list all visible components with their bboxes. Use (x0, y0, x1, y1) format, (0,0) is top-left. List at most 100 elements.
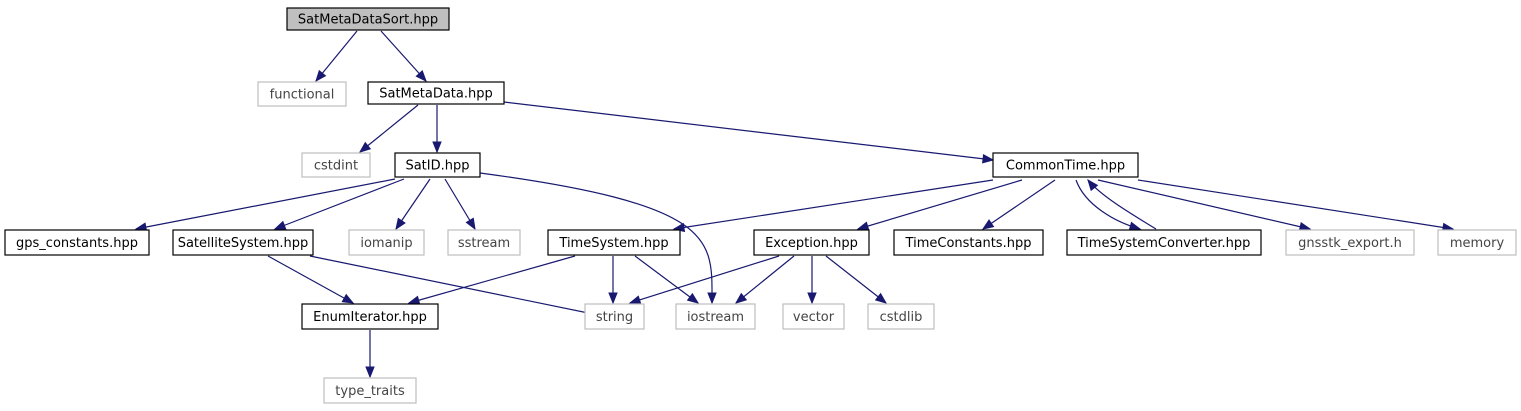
node-satmeta-box[interactable] (367, 81, 505, 105)
edge-satmeta-to-commontime (503, 101, 994, 161)
node-enumiter-label: EnumIterator.hpp (313, 310, 427, 325)
node-enumiter-box[interactable] (301, 303, 439, 330)
node-commontime[interactable]: CommonTime.hpp (992, 152, 1139, 178)
node-timeconst-box[interactable] (893, 229, 1044, 256)
edge-satmeta-to-commontime-arrowhead (982, 154, 995, 164)
node-memory: memory (1437, 229, 1517, 256)
node-exception[interactable]: Exception.hpp (753, 229, 870, 256)
edge-commontime-to-timeconst (982, 179, 1056, 230)
edge-commontime-to-exception-arrowhead (856, 221, 870, 231)
node-timesystem-box[interactable] (547, 229, 681, 256)
node-gpsconst[interactable]: gps_constants.hpp (4, 229, 150, 256)
node-cstdint: cstdint (301, 152, 371, 178)
node-commontime-box[interactable] (992, 152, 1139, 178)
node-tsconv-label: TimeSystemConverter.hpp (1077, 236, 1251, 251)
node-timesystem[interactable]: TimeSystem.hpp (547, 229, 681, 256)
edge-satmeta-to-cstdint-arrowhead (358, 141, 372, 153)
node-iomanip-label: iomanip (360, 236, 412, 251)
edge-root-to-functional-arrowhead (315, 69, 327, 83)
node-vector: vector (782, 303, 845, 330)
node-satmeta-label: SatMetaData.hpp (379, 87, 493, 102)
node-satsys-box[interactable] (172, 229, 314, 256)
edge-timesystem-to-enumiter-arrowhead (407, 295, 421, 305)
edge-satsys-to-enumiter (267, 255, 354, 304)
edge-satid-to-satsys (274, 178, 405, 230)
node-exception-label: Exception.hpp (765, 236, 858, 251)
node-enumiter[interactable]: EnumIterator.hpp (301, 303, 439, 330)
node-satmeta[interactable]: SatMetaData.hpp (367, 81, 505, 105)
edge-root-to-functional (315, 30, 358, 82)
edge-commontime-to-timeconst-arrowhead (981, 219, 995, 230)
node-vector-label: vector (793, 310, 835, 325)
node-satsys[interactable]: SatelliteSystem.hpp (172, 229, 314, 256)
node-root[interactable]: SatMetaDataSort.hpp (286, 7, 450, 31)
edge-satid-to-iostream (479, 172, 713, 304)
edge-commontime-to-memory (1137, 179, 1454, 230)
node-root-label: SatMetaDataSort.hpp (298, 13, 438, 28)
edge-commontime-to-exception (857, 179, 1023, 230)
node-tsconv[interactable]: TimeSystemConverter.hpp (1066, 229, 1262, 256)
edge-commontime-to-tsconv-arrowhead (1128, 221, 1142, 231)
node-typetraits-label: type_traits (335, 384, 405, 399)
node-tsconv-box[interactable] (1066, 229, 1262, 256)
node-cstdlib-label: cstdlib (880, 310, 923, 325)
edge-exception-to-iostream (735, 255, 795, 304)
edge-exception-to-cstdlib (825, 255, 887, 304)
nodes-layer: SatMetaDataSort.hpp functional SatMetaData… (4, 7, 1517, 404)
node-iostream-box (675, 303, 756, 330)
node-exception-box[interactable] (753, 229, 870, 256)
node-typetraits: type_traits (323, 377, 417, 404)
node-root-box[interactable] (286, 7, 450, 31)
edge-exception-to-string-arrowhead (628, 295, 642, 305)
edge-tsconv-to-commontime (1087, 179, 1157, 230)
node-cstdlib-box (867, 303, 935, 330)
edge-exception-to-iostream-arrowhead (734, 292, 748, 304)
edge-tsconv-to-commontime-arrowhead (1087, 178, 1099, 192)
edge-satmeta-to-cstdint (359, 104, 419, 153)
edge-enumiter-to-typetraits-arrowhead (365, 366, 375, 379)
edge-timesystem-to-iostream (634, 255, 699, 304)
node-cstdlib: cstdlib (867, 303, 935, 330)
node-timesystem-label: TimeSystem.hpp (558, 236, 668, 251)
edge-satsys-to-string (309, 255, 599, 316)
edge-satid-to-gpsconst (135, 178, 396, 230)
node-string-label: string (596, 310, 633, 325)
node-satid-label: SatID.hpp (405, 159, 469, 174)
edge-commontime-to-gnsstkexport (1097, 179, 1311, 230)
node-string: string (584, 303, 645, 330)
edge-satid-to-iomanip-arrowhead (395, 217, 406, 231)
edge-timesystem-to-string-arrowhead (608, 292, 618, 305)
edge-satid-to-iostream-arrowhead (707, 292, 717, 305)
edge-satid-to-satsys-arrowhead (273, 220, 287, 230)
edge-satid-to-sstream-arrowhead (465, 217, 476, 231)
edge-timesystem-to-iostream-arrowhead (686, 292, 700, 304)
node-functional-label: functional (270, 88, 335, 103)
node-satsys-label: SatelliteSystem.hpp (178, 236, 309, 251)
node-satid[interactable]: SatID.hpp (394, 152, 481, 178)
node-gpsconst-box[interactable] (4, 229, 150, 256)
edges-layer (134, 30, 1455, 379)
node-timeconst-label: TimeConstants.hpp (905, 236, 1032, 251)
node-memory-box (1437, 229, 1517, 256)
node-cstdint-label: cstdint (314, 159, 358, 174)
node-memory-label: memory (1450, 236, 1505, 251)
edge-timesystem-to-enumiter (408, 255, 576, 304)
node-gpsconst-label: gps_constants.hpp (16, 236, 138, 251)
node-string-box (584, 303, 645, 330)
node-gnsstkexport-label: gnsstk_export.h (1298, 236, 1402, 251)
node-vector-box (782, 303, 845, 330)
node-satid-box[interactable] (394, 152, 481, 178)
node-sstream: sstream (447, 229, 521, 256)
edge-exception-to-vector-arrowhead (807, 292, 817, 305)
node-iomanip: iomanip (348, 229, 425, 256)
node-timeconst[interactable]: TimeConstants.hpp (893, 229, 1044, 256)
node-iostream-label: iostream (687, 310, 744, 325)
edge-root-to-satmeta-arrowhead (415, 70, 427, 83)
edge-satmeta-to-satid-arrowhead (432, 141, 442, 154)
node-cstdint-box (301, 152, 371, 178)
edge-root-to-satmeta (380, 30, 427, 82)
node-functional-box (257, 81, 347, 107)
node-gnsstkexport-box (1285, 229, 1415, 256)
node-functional: functional (257, 81, 347, 107)
